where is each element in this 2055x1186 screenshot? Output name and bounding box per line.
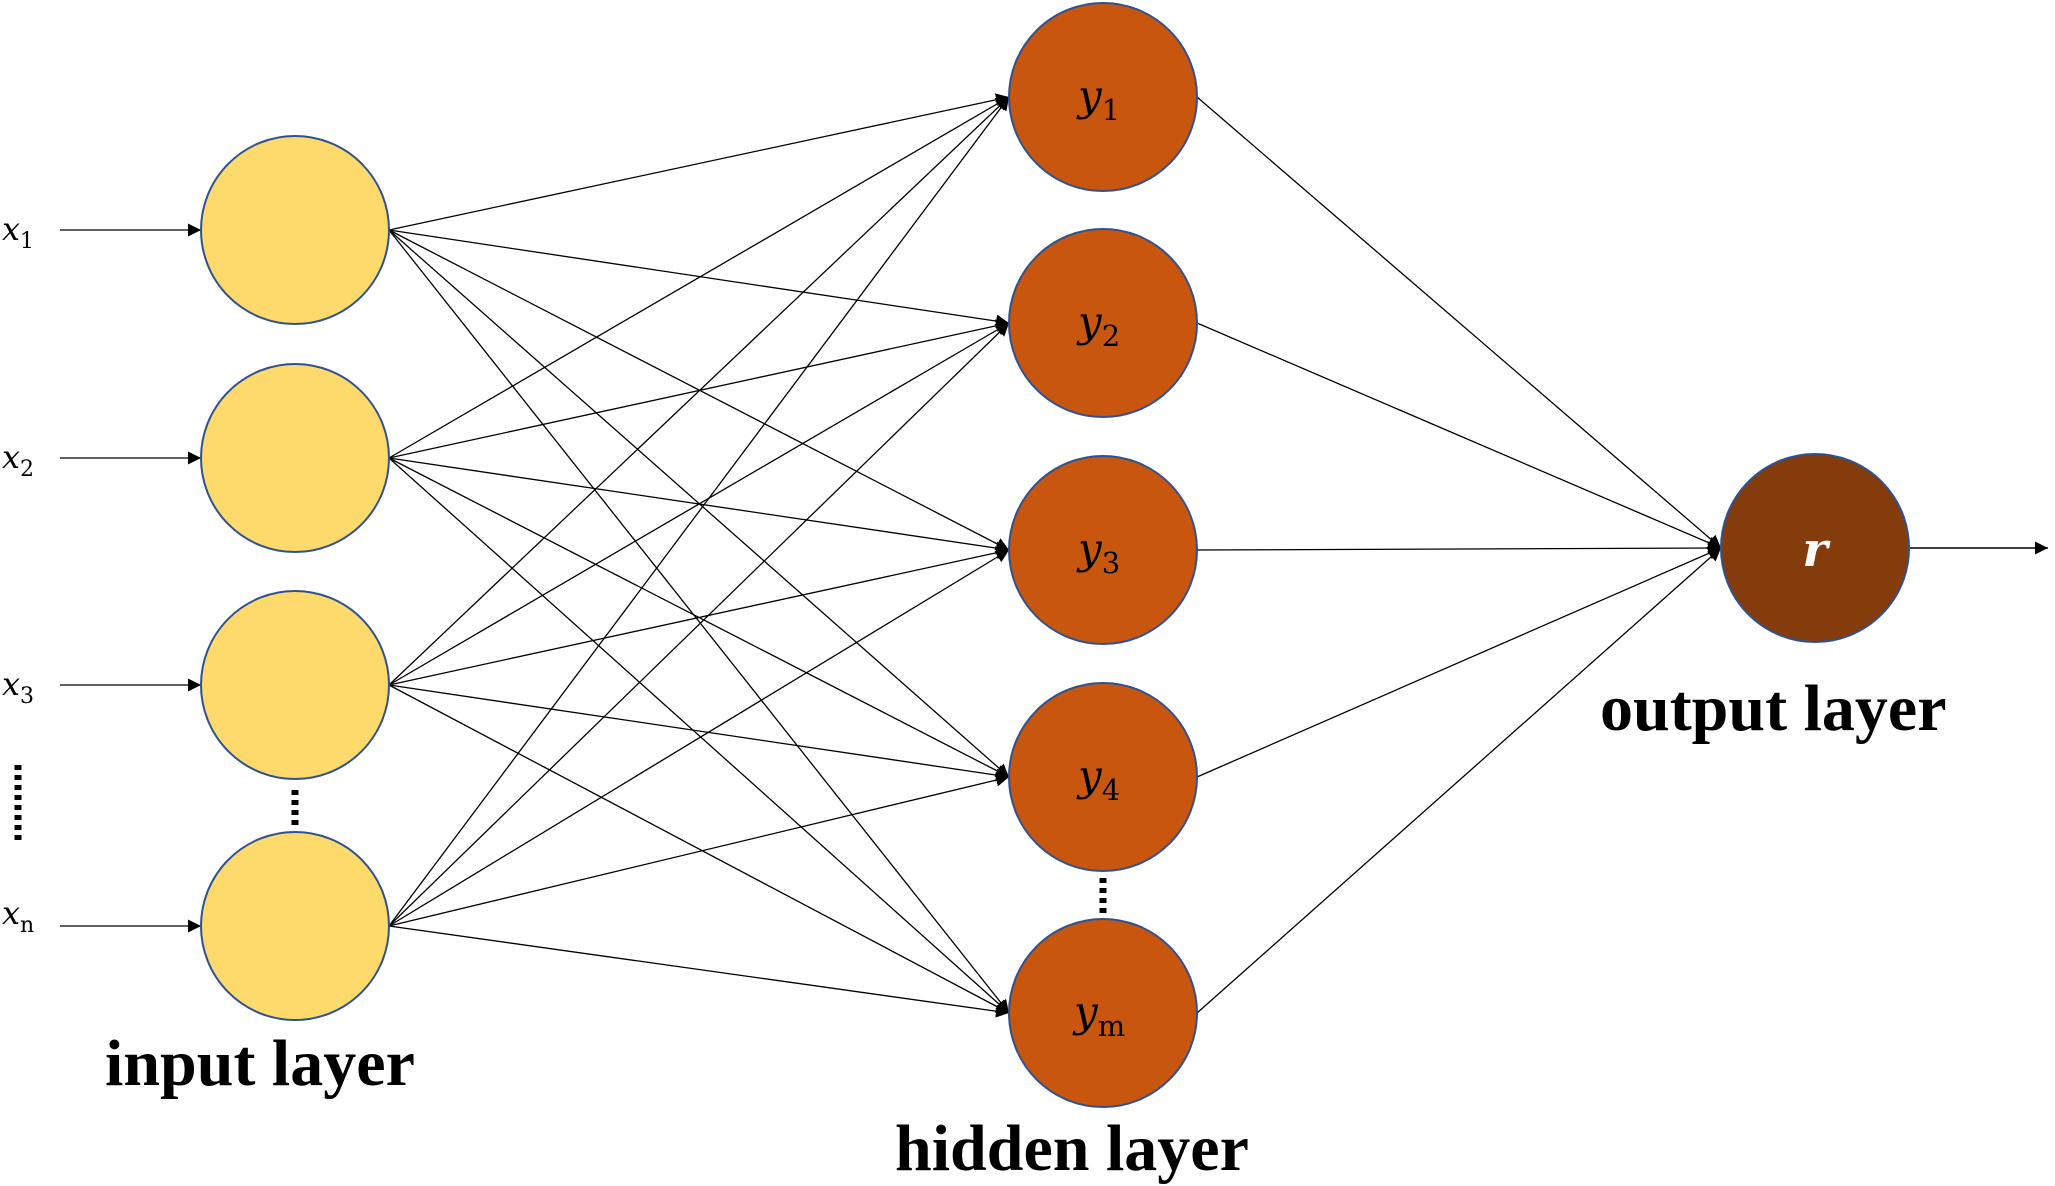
connection-hidden-4-output bbox=[1196, 547, 1722, 778]
hidden-node-1 bbox=[1008, 2, 1198, 192]
output-layer-title: output layer bbox=[1600, 672, 1947, 745]
hidden-label-4: y4 bbox=[1076, 751, 1120, 807]
hidden-node-2 bbox=[1008, 228, 1198, 418]
input-label-1: x1 bbox=[2, 210, 34, 254]
input-node-n bbox=[200, 831, 390, 1021]
connection-input-4-hidden-1 bbox=[388, 96, 1010, 927]
hidden-node-3 bbox=[1008, 455, 1198, 645]
connection-hidden-2-output bbox=[1196, 322, 1722, 549]
output-node bbox=[1720, 453, 1910, 643]
hidden-layer-nodes bbox=[1008, 2, 1198, 1108]
hidden-label-2: y2 bbox=[1076, 297, 1120, 353]
input-layer-title: input layer bbox=[105, 1027, 415, 1100]
connection-input-3-hidden-2 bbox=[388, 322, 1010, 686]
hidden-layer-title: hidden layer bbox=[895, 1112, 1249, 1185]
input-node-3 bbox=[200, 590, 390, 780]
connection-hidden-5-output bbox=[1196, 547, 1722, 1014]
connection-input-3-hidden-3 bbox=[388, 546, 1010, 686]
connection-input-4-hidden-5 bbox=[388, 925, 1010, 1018]
connection-input-3-hidden-4 bbox=[388, 684, 1010, 782]
input-label-2: x2 bbox=[2, 438, 34, 482]
input-arrows bbox=[60, 223, 201, 933]
hidden-label-1: y1 bbox=[1076, 71, 1120, 127]
output-label: r bbox=[1802, 522, 1831, 578]
connection-input-4-hidden-4 bbox=[388, 773, 1010, 927]
connection-input-3-hidden-5 bbox=[388, 684, 1010, 1014]
connection-input-2-hidden-1 bbox=[388, 96, 1010, 459]
connection-input-1-hidden-2 bbox=[388, 229, 1010, 328]
input-to-hidden-connections bbox=[388, 93, 1010, 1018]
hidden-label-m: ym bbox=[1072, 987, 1125, 1043]
input-node-1 bbox=[200, 135, 390, 325]
connection-input-4-hidden-2 bbox=[388, 322, 1010, 927]
connection-input-3-hidden-1 bbox=[388, 96, 1010, 686]
input-layer-nodes bbox=[200, 135, 390, 1021]
connection-hidden-3-output bbox=[1196, 541, 1722, 555]
input-node-2 bbox=[200, 363, 390, 553]
hidden-node-4 bbox=[1008, 682, 1198, 872]
hidden-label-3: y3 bbox=[1076, 524, 1120, 580]
connection-input-1-hidden-5 bbox=[388, 229, 1010, 1014]
connection-hidden-1-output bbox=[1196, 96, 1722, 549]
connection-input-1-hidden-1 bbox=[388, 93, 1010, 231]
hidden-node-m bbox=[1008, 918, 1198, 1108]
input-label-3: x3 bbox=[2, 665, 34, 709]
input-label-n: xn bbox=[2, 894, 34, 938]
connection-input-4-hidden-3 bbox=[388, 549, 1010, 927]
connection-input-2-hidden-5 bbox=[388, 457, 1010, 1014]
hidden-to-output-connections bbox=[1196, 96, 1722, 1014]
